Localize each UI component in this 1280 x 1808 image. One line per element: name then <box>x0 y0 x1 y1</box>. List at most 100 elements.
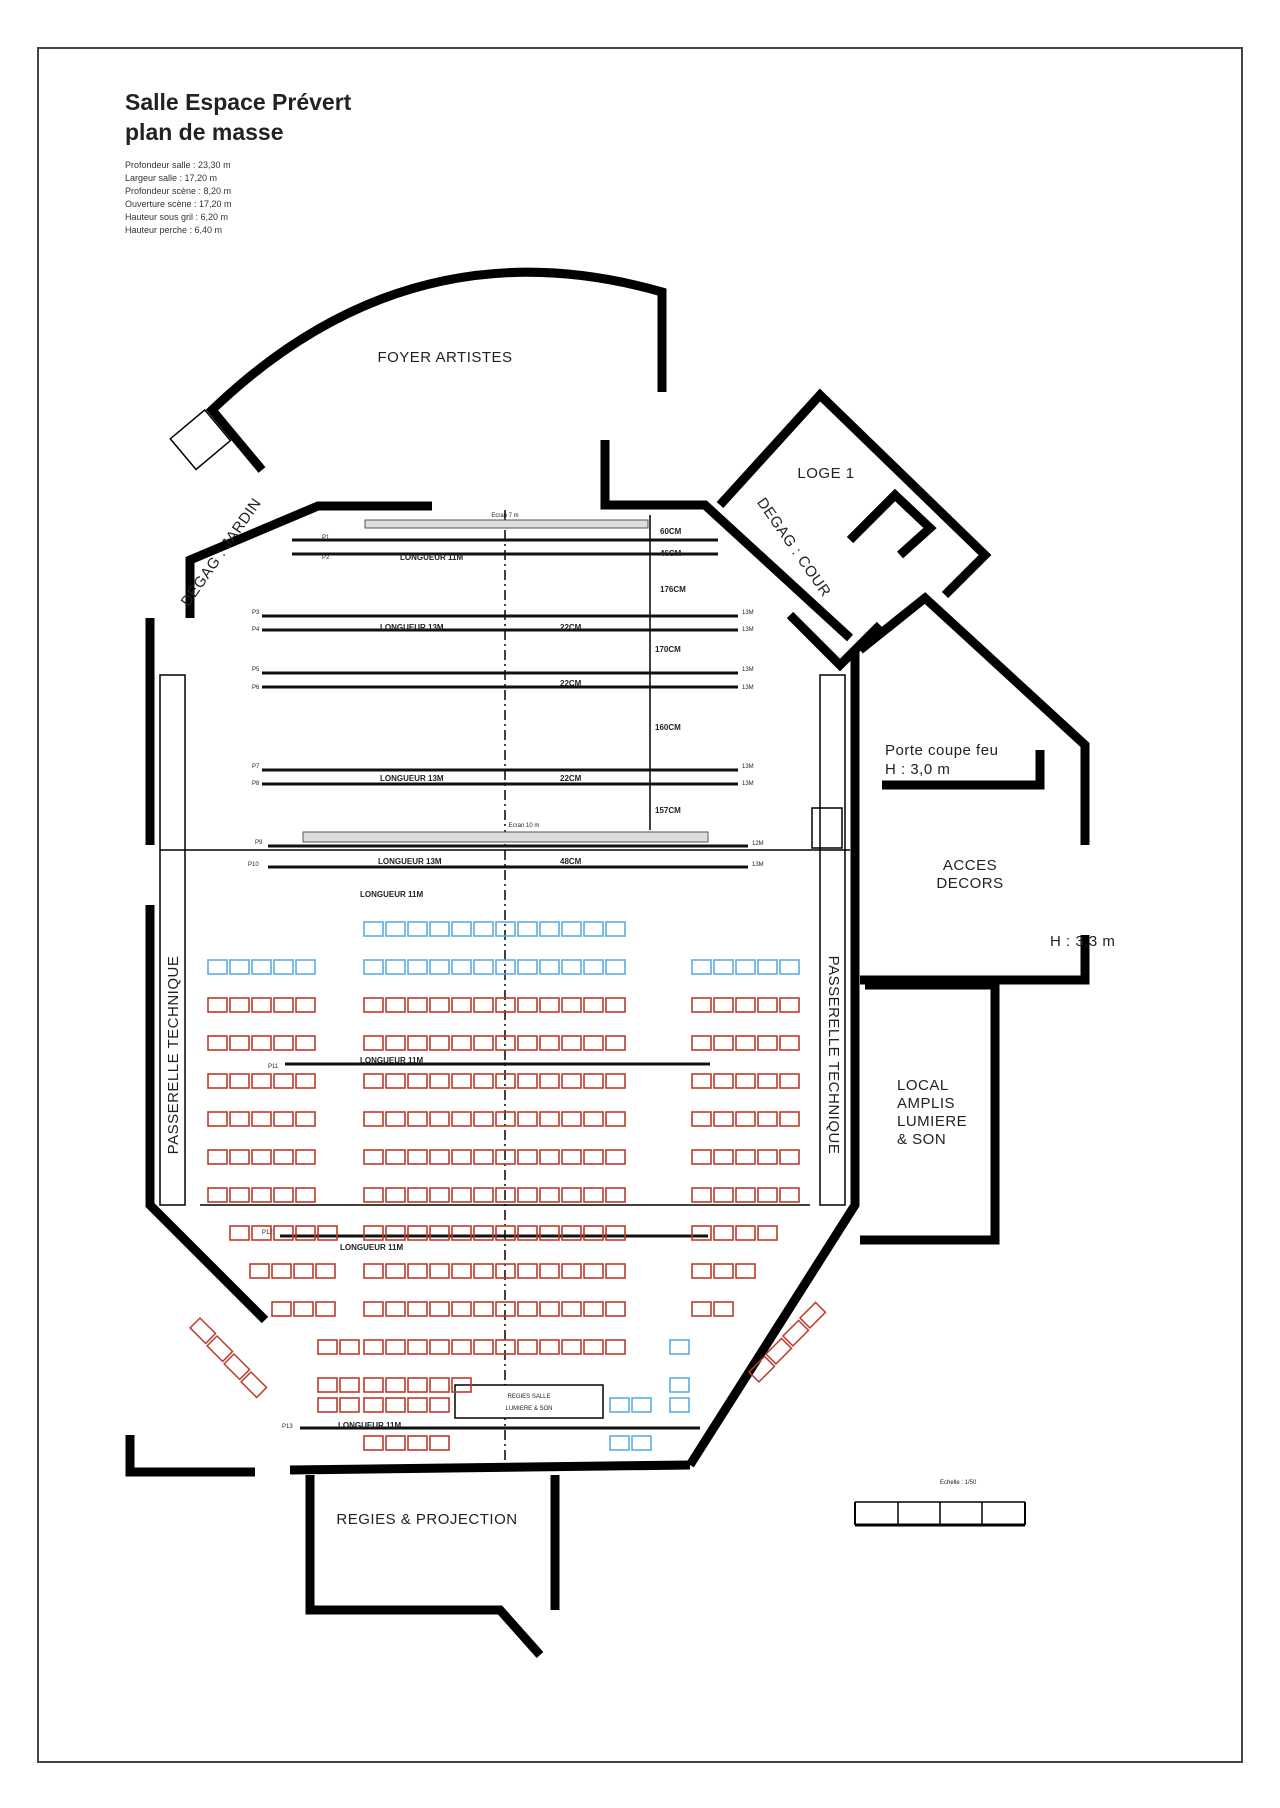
seat <box>605 1263 626 1279</box>
seat <box>605 997 626 1013</box>
seat <box>517 997 538 1013</box>
seat <box>561 1035 582 1051</box>
seat <box>207 1111 228 1127</box>
seat <box>539 1263 560 1279</box>
seat <box>609 1435 630 1451</box>
left-passerelle <box>159 674 186 1206</box>
spec-line: Ouverture scène : 17,20 m <box>125 199 232 209</box>
seat <box>317 1377 338 1393</box>
passerelle-right-label: PASSERELLE TECHNIQUE <box>825 956 842 1155</box>
perch-right: 13M <box>742 667 754 673</box>
foyer-label: FOYER ARTISTES <box>377 349 512 366</box>
seat <box>295 1073 316 1089</box>
seat <box>189 1316 217 1345</box>
seat <box>495 1035 516 1051</box>
seat <box>451 1111 472 1127</box>
seat <box>295 1111 316 1127</box>
seat <box>495 1073 516 1089</box>
seat <box>583 1111 604 1127</box>
seat <box>605 1301 626 1317</box>
seat <box>757 1073 778 1089</box>
seat <box>713 1111 734 1127</box>
seat <box>561 1339 582 1355</box>
seat <box>451 959 472 975</box>
seat <box>363 997 384 1013</box>
seat <box>271 1263 292 1279</box>
loge-inner-wall <box>846 488 937 559</box>
seat <box>317 1339 338 1355</box>
seat <box>473 1301 494 1317</box>
seat <box>713 1035 734 1051</box>
seat <box>429 921 450 937</box>
seat <box>539 1149 560 1165</box>
seat <box>251 1149 272 1165</box>
perch-id: P1 <box>322 535 330 541</box>
seat <box>273 959 294 975</box>
seat <box>295 1225 316 1241</box>
seat <box>583 997 604 1013</box>
seat <box>363 1187 384 1203</box>
seat <box>293 1263 314 1279</box>
seat <box>429 1263 450 1279</box>
seat <box>295 1035 316 1051</box>
spec-list: Profondeur salle : 23,30 m Largeur salle… <box>125 160 232 235</box>
perch-length: LONGUEUR 11M <box>360 1056 423 1065</box>
seat <box>429 997 450 1013</box>
seat <box>631 1435 652 1451</box>
seat <box>517 1339 538 1355</box>
seat <box>363 1435 384 1451</box>
seat <box>583 1339 604 1355</box>
seat <box>473 1187 494 1203</box>
seat <box>317 1397 338 1413</box>
seat <box>206 1334 234 1363</box>
seat <box>735 1263 756 1279</box>
plan-title: Salle Espace Prévert <box>125 89 352 115</box>
seat <box>451 1225 472 1241</box>
local-label-1: LOCAL <box>897 1077 949 1094</box>
seat <box>605 921 626 937</box>
seat <box>495 1149 516 1165</box>
seat <box>223 1352 251 1381</box>
perch-spacing: 157CM <box>655 806 681 815</box>
seat <box>517 1301 538 1317</box>
page-frame <box>37 47 1243 1763</box>
loge-label: LOGE 1 <box>797 465 854 482</box>
screen-top <box>364 519 649 529</box>
seat <box>583 1073 604 1089</box>
seat <box>385 1073 406 1089</box>
seat <box>407 921 428 937</box>
seat <box>429 1435 450 1451</box>
bottom-wall <box>289 1460 691 1475</box>
perch-gap: 48CM <box>560 857 582 866</box>
seat <box>539 1187 560 1203</box>
seat <box>295 1187 316 1203</box>
local-amplis-wall <box>860 980 1000 1245</box>
seat <box>495 1187 516 1203</box>
seat <box>429 1187 450 1203</box>
seat <box>779 1187 800 1203</box>
local-label-2: AMPLIS <box>897 1095 955 1112</box>
seat <box>385 997 406 1013</box>
foyer-right-wall <box>600 440 640 510</box>
seat <box>429 1111 450 1127</box>
seat <box>295 997 316 1013</box>
seat <box>363 1035 384 1051</box>
seat <box>757 959 778 975</box>
seat <box>229 1073 250 1089</box>
seat <box>407 1111 428 1127</box>
seat <box>429 1225 450 1241</box>
seat <box>385 1111 406 1127</box>
seat <box>779 1073 800 1089</box>
seat <box>735 1111 756 1127</box>
screen-bottom-label: Ecran 10 m <box>509 823 540 829</box>
seat <box>605 1073 626 1089</box>
seat <box>798 1301 827 1329</box>
seat <box>229 1225 250 1241</box>
seat <box>539 959 560 975</box>
perch-id: P10 <box>248 862 259 868</box>
lobby-wall <box>125 1435 255 1477</box>
spec-line: Largeur salle : 17,20 m <box>125 173 217 183</box>
seat <box>363 1225 384 1241</box>
seat <box>363 1301 384 1317</box>
seat <box>583 921 604 937</box>
